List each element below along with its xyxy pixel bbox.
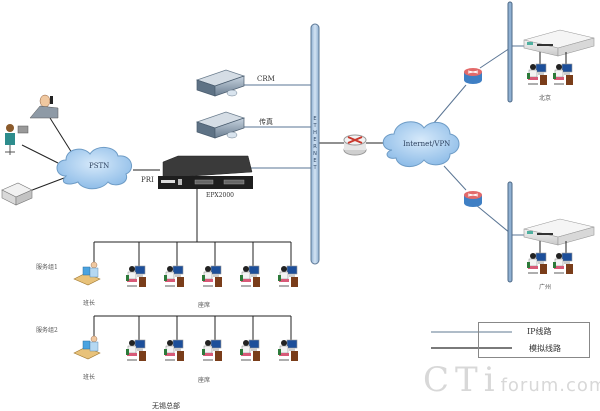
leader-icon — [73, 335, 101, 360]
legend — [478, 322, 590, 358]
fax-label: 传真 — [259, 118, 273, 126]
pstn-cloud-icon — [56, 147, 133, 190]
agent-workstation-icon — [240, 339, 260, 361]
bus-letter: R — [313, 144, 317, 150]
bus-letter: N — [313, 151, 317, 157]
branch-agent-icon — [553, 252, 573, 274]
agent-workstation-icon — [126, 265, 146, 287]
fax-server-icon — [195, 111, 246, 139]
bus-letter: T — [312, 123, 317, 129]
internet-label: Internet/VPN — [403, 140, 451, 148]
agent-workstation-icon — [164, 339, 184, 361]
watermark: CTiforum.com — [423, 360, 600, 400]
crm-server-icon — [195, 69, 246, 97]
group1-leader-label: 班长 — [83, 300, 96, 307]
legend-analog-label: 模拟线路 — [529, 344, 561, 353]
agent-workstation-icon — [278, 265, 298, 287]
link-fax-pstn — [26, 177, 65, 193]
link-guangzhou-router-bus — [475, 204, 511, 234]
group1-label: 服务组1 — [36, 264, 58, 271]
agent-workstation-icon — [164, 265, 184, 287]
guangzhou-router-icon — [464, 191, 482, 207]
agent-workstation-icon — [126, 339, 146, 361]
link-phone-pstn — [49, 117, 73, 154]
crm-label: CRM — [257, 75, 275, 83]
link-internet-beijing — [432, 84, 467, 125]
bus-letter: E — [313, 158, 316, 164]
group1-agents-label: 座席 — [198, 302, 211, 309]
fax-machine-icon — [1, 182, 33, 206]
leader-icon — [73, 261, 101, 286]
agent-workstation-icon — [202, 339, 222, 361]
beijing-router-icon — [464, 68, 482, 84]
internet-cloud-icon — [382, 121, 460, 167]
beijing-label: 北京 — [539, 95, 552, 102]
guangzhou-label: 广州 — [539, 284, 552, 291]
watermark-cti: CTi — [423, 360, 501, 400]
laptop-user-icon — [5, 124, 29, 155]
link-laptop-pstn — [21, 144, 59, 164]
group2-agents-label: 座席 — [198, 377, 211, 384]
hq-title: 无锡总部 — [152, 402, 180, 410]
link-internet-guangzhou — [443, 165, 467, 191]
pstn-label: PSTN — [89, 162, 110, 170]
bus-letter: E — [313, 137, 316, 143]
group2-leader-label: 班长 — [83, 374, 96, 381]
agents-layer — [73, 52, 573, 361]
link-beijing-router-bus — [479, 47, 511, 69]
agent-workstation-icon — [240, 265, 260, 287]
legend-ip-label: IP线路 — [527, 327, 552, 336]
pri-label: PRI — [141, 176, 154, 184]
pbx-device-icon — [158, 155, 253, 189]
bus-letter: E — [313, 116, 316, 122]
branch-agent-icon — [527, 63, 547, 85]
bus-letter: H — [313, 130, 317, 136]
bus-letter: T — [312, 165, 317, 171]
watermark-forum: forum.com — [500, 375, 600, 396]
agent-workstation-icon — [202, 265, 222, 287]
beijing-bus — [507, 1, 513, 103]
group2-label: 服务组2 — [36, 327, 58, 334]
agent-workstation-icon — [278, 339, 298, 361]
beijing-gateway-icon — [523, 29, 595, 57]
guangzhou-gateway-icon — [523, 218, 595, 246]
phone-user-icon — [29, 94, 59, 119]
branch-agent-icon — [553, 63, 573, 85]
branch-agent-icon — [527, 252, 547, 274]
guangzhou-bus — [507, 181, 513, 283]
pbx-label: EPX2000 — [206, 192, 234, 199]
hq-router-icon — [343, 134, 367, 156]
